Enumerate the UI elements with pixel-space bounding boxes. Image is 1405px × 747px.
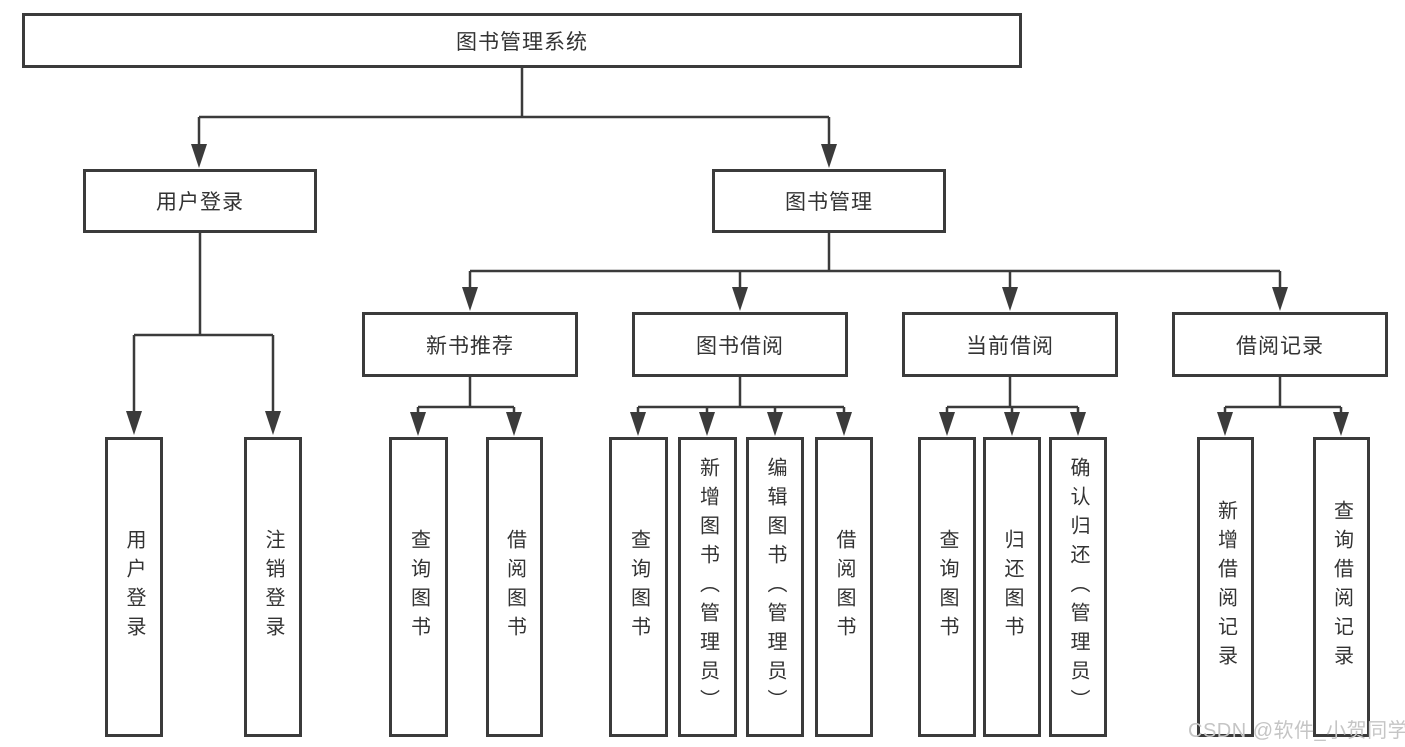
node-current-borrowing: 当前借阅 <box>902 312 1118 377</box>
leaf-query-books-recommend: 查询图书 <box>389 437 448 737</box>
leaf-query-books-borrowing: 查询图书 <box>609 437 668 737</box>
connector-book-management-to-level3 <box>462 233 1288 311</box>
leaf-edit-books-admin: 编辑图书（管理员） <box>746 437 804 737</box>
leaf-borrow-books: 借阅图书 <box>815 437 873 737</box>
leaf-return-books: 归还图书 <box>983 437 1041 737</box>
leaf-user-login: 用户登录 <box>105 437 163 737</box>
node-user-login: 用户登录 <box>83 169 317 233</box>
connector-user-login-to-leaves <box>126 233 281 435</box>
node-book-borrowing: 图书借阅 <box>632 312 848 377</box>
leaf-add-books-admin: 新增图书（管理员） <box>678 437 737 737</box>
leaf-query-borrow-record: 查询借阅记录 <box>1313 437 1370 737</box>
node-book-management: 图书管理 <box>712 169 946 233</box>
connector-borrowing-records-to-leaves <box>1217 377 1349 436</box>
connector-current-borrowing-to-leaves <box>939 377 1086 436</box>
leaf-add-borrow-record: 新增借阅记录 <box>1197 437 1254 737</box>
leaf-borrow-books-recommend: 借阅图书 <box>486 437 543 737</box>
node-new-book-recommend: 新书推荐 <box>362 312 578 377</box>
leaf-query-books-current: 查询图书 <box>918 437 976 737</box>
leaf-logout: 注销登录 <box>244 437 302 737</box>
leaf-confirm-return-admin: 确认归还（管理员） <box>1049 437 1107 737</box>
connector-root-to-level2 <box>191 68 837 168</box>
node-root: 图书管理系统 <box>22 13 1022 68</box>
connector-new-book-recommend-to-leaves <box>410 377 522 436</box>
connector-book-borrowing-to-leaves <box>630 377 852 436</box>
node-borrowing-records: 借阅记录 <box>1172 312 1388 377</box>
csdn-watermark: CSDN @软件_小贺同学 <box>1188 720 1405 742</box>
